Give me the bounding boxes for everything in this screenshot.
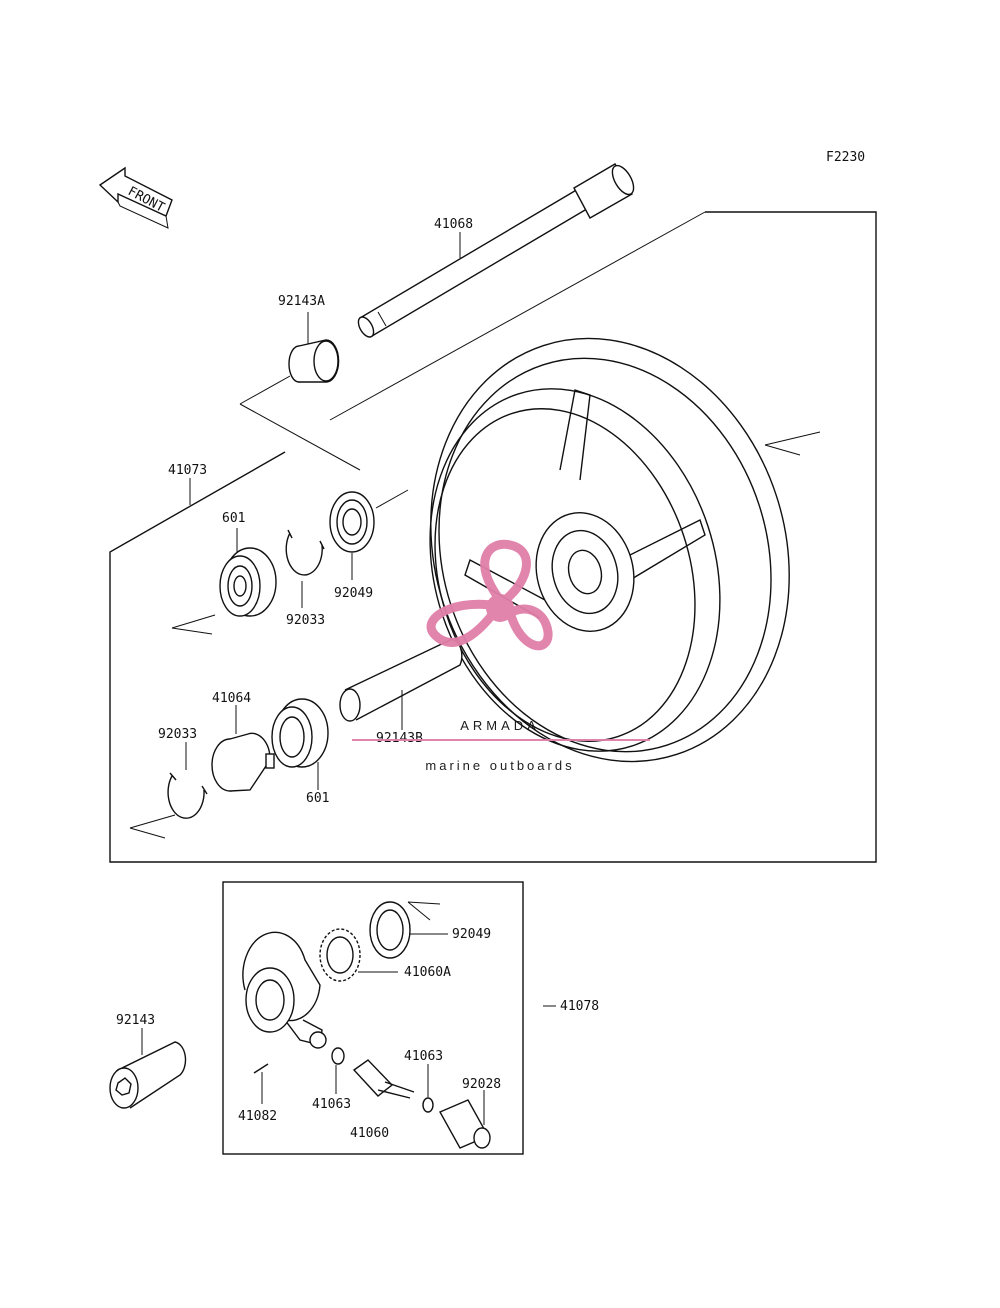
part-label-92049-lower: 92049: [452, 927, 491, 942]
main-frame: [109, 211, 877, 863]
part-label-41078: 41078: [560, 999, 599, 1014]
bushing-92028: [439, 1099, 491, 1149]
pin-41082: [253, 1063, 269, 1074]
watermark-tagline: marine outboards: [425, 758, 574, 773]
washer-41063-right: [422, 1097, 434, 1113]
part-label-92143A: 92143A: [278, 294, 325, 309]
part-label-41068: 41068: [434, 217, 473, 232]
part-label-41064: 41064: [212, 691, 251, 706]
part-label-41060A: 41060A: [404, 965, 451, 980]
collar-92143: [109, 1041, 187, 1109]
bearing-601-upper: [219, 547, 277, 617]
bearing-601-lower: [271, 698, 329, 768]
front-arrow-icon: FRONT: [98, 166, 173, 229]
gear-41060a: [319, 928, 361, 982]
part-label-601-lower: 601: [306, 791, 329, 806]
watermark-brand: ARMADA: [460, 718, 540, 733]
propeller-logo-icon: [426, 539, 553, 651]
gear-housing: [242, 931, 327, 1049]
part-label-41082: 41082: [238, 1109, 277, 1124]
part-label-92049-upper: 92049: [334, 586, 373, 601]
wheel: [429, 337, 821, 763]
speedo-gear-frame: [222, 881, 524, 1155]
washer-41063-left: [331, 1047, 345, 1065]
pinion-41060: [352, 1059, 415, 1099]
part-label-601-upper: 601: [222, 511, 245, 526]
collar-92143b: [339, 639, 463, 722]
axle: [357, 163, 635, 338]
part-label-92033-upper: 92033: [286, 613, 325, 628]
watermark: ARMADA marine outboards: [352, 539, 650, 773]
part-label-92028: 92028: [462, 1077, 501, 1092]
circlip-92033-upper: [285, 529, 325, 576]
part-label-92143: 92143: [116, 1013, 155, 1028]
spacer-41064: [211, 732, 275, 792]
diagram-code: F2230: [826, 150, 865, 165]
part-label-92033-lower: 92033: [158, 727, 197, 742]
part-label-41060: 41060: [350, 1126, 389, 1141]
part-label-92143B: 92143B: [376, 731, 423, 746]
part-label-41073: 41073: [168, 463, 207, 478]
collar-92143a: [288, 339, 340, 383]
circlip-92033-lower: [167, 772, 208, 819]
seal-92049-lower: [369, 901, 411, 959]
part-label-41063-right: 41063: [404, 1049, 443, 1064]
part-label-41063-left: 41063: [312, 1097, 351, 1112]
seal-92049-upper: [329, 491, 375, 553]
